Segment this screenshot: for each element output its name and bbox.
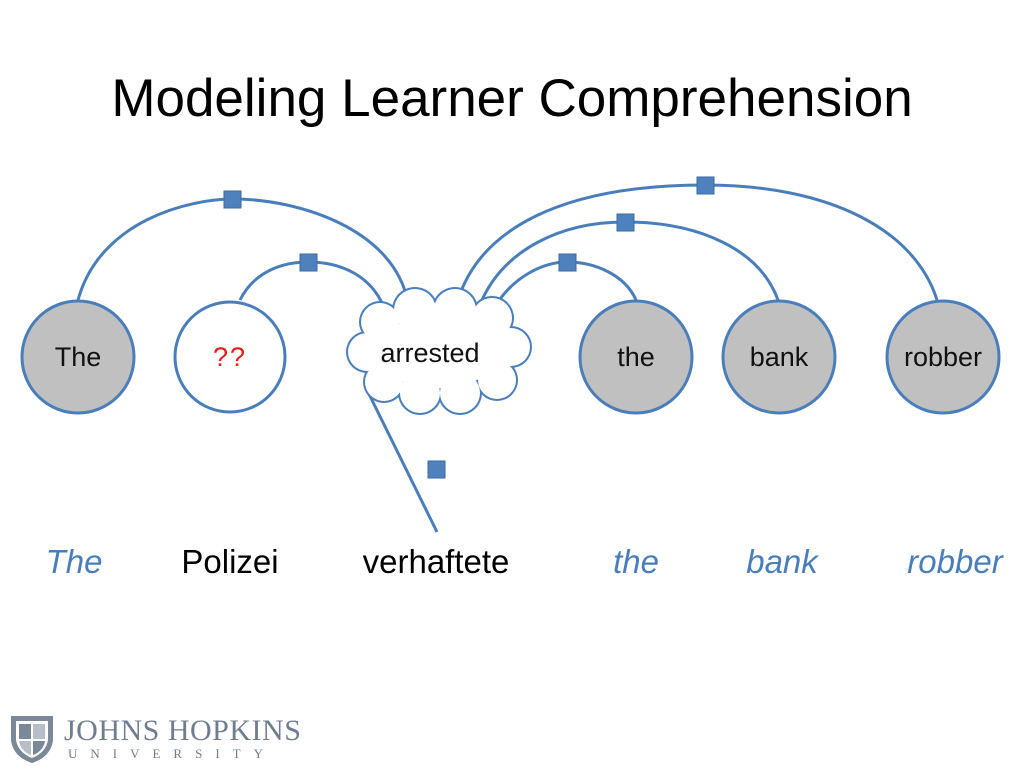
node-label: bank [750, 342, 809, 372]
node-arrested-cloud [346, 287, 532, 415]
node-bank [721, 299, 837, 415]
jhu-logo: JOHNS HOPKINS UNIVERSITY [8, 712, 301, 766]
factor-square [427, 460, 446, 479]
edge-arrested-robber [456, 183, 939, 301]
edge-arrested-verhaftete [365, 389, 439, 533]
node-label: robber [904, 342, 982, 372]
sentence-word: bank [746, 543, 818, 580]
factor-square [696, 176, 715, 195]
factor-square [558, 253, 577, 272]
node-label-unknown: ?? [213, 342, 247, 372]
logo-sub: UNIVERSITY [68, 746, 276, 761]
node-label: The [55, 342, 102, 372]
node-label: the [617, 342, 655, 372]
logo-name: JOHNS HOPKINS [64, 714, 302, 747]
node-robber [885, 299, 1001, 415]
sentence-word: Polizei [181, 543, 279, 580]
node-unknown [173, 300, 287, 414]
nodes [20, 299, 1001, 415]
sentence-word: the [613, 543, 659, 580]
slide-title: Modeling Learner Comprehension [111, 69, 913, 128]
node-the [20, 299, 136, 415]
factor-square [616, 213, 635, 232]
factors [223, 176, 715, 479]
sentence-word: The [45, 543, 103, 580]
shield-icon [11, 716, 53, 763]
node-the-2 [578, 299, 694, 415]
node-label: arrested [380, 338, 479, 368]
sentence-word: robber [907, 543, 1003, 580]
factor-square [223, 190, 242, 209]
edge-the-arrested [76, 197, 410, 304]
sentence-word: verhaftete [362, 543, 510, 580]
factor-square [299, 253, 318, 272]
